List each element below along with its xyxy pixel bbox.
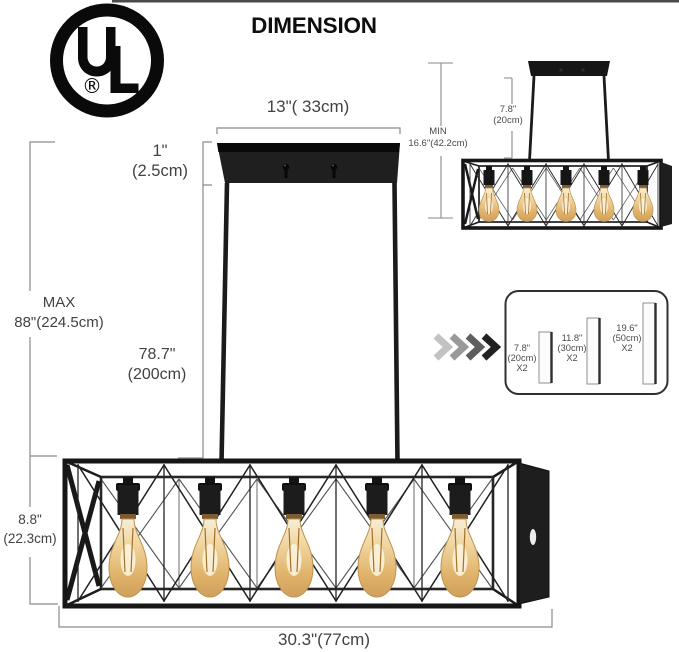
ceiling-canopy [217,143,400,183]
dimension-line-canopy-height [202,141,212,186]
rod-segment [642,302,657,385]
canopy-screw [330,163,338,178]
ul-letter-u [78,27,116,77]
min-height-label: MIN 16.6"(42.2cm) [408,126,468,149]
page-title: DIMENSION [251,13,377,38]
dimension-lines-main [29,127,553,628]
dimension-line-shade-width [58,606,553,628]
bulb [274,476,314,598]
ul-certification-mark-icon: ® [50,3,164,118]
shade-width-label: 30.3"(77cm) [277,630,370,649]
chevron-arrows-icon [433,333,502,361]
min-rod-length-label: 7.8" (20cm) [493,104,523,126]
edison-bulbs-small [478,165,654,222]
dimension-line-rod-length [178,185,204,459]
canopy-width-label: 13"( 33cm) [266,97,350,116]
bulb [440,476,480,598]
bulb [555,165,577,222]
max-height-label: MAX 88"(224.5cm) [14,294,104,331]
rod-kit-label-30cm: 11.8" (30cm) X2 [557,333,587,364]
main-fixture-drawing [62,143,550,609]
rod-kit-label-20cm: 7.8" (20cm) X2 [507,343,537,374]
rod-length-label: 78.7" (200cm) [127,346,187,383]
bulb [632,165,654,222]
dimension-line-min-rod [504,77,513,159]
bulb [108,476,148,598]
dimension-line-max-height [29,141,58,605]
bulb [357,476,397,598]
ul-registered-symbol: ® [82,74,102,98]
ul-letter-l [110,46,139,93]
min-fixture-drawing [461,61,672,230]
photo-top-edge [112,0,679,3]
canopy-height-label: 1" (2.5cm) [132,142,188,180]
bulb [190,476,230,598]
ceiling-canopy-small [528,61,610,76]
dimension-line-canopy-width [216,127,401,134]
rod-segment [538,331,553,384]
dimension-line-min-height [428,62,453,219]
dimension-lines-min [428,62,513,219]
rod-kit-box [504,290,669,395]
canopy-screw [282,163,290,178]
rod-kit-label-50cm: 19.6" (50cm) X2 [612,323,642,354]
rod-segment [586,317,601,385]
hanging-rods-small [528,75,610,162]
shade-height-label: 8.8" (22.3cm) [3,512,57,546]
bulb [516,165,538,222]
hanging-rods [219,182,400,464]
